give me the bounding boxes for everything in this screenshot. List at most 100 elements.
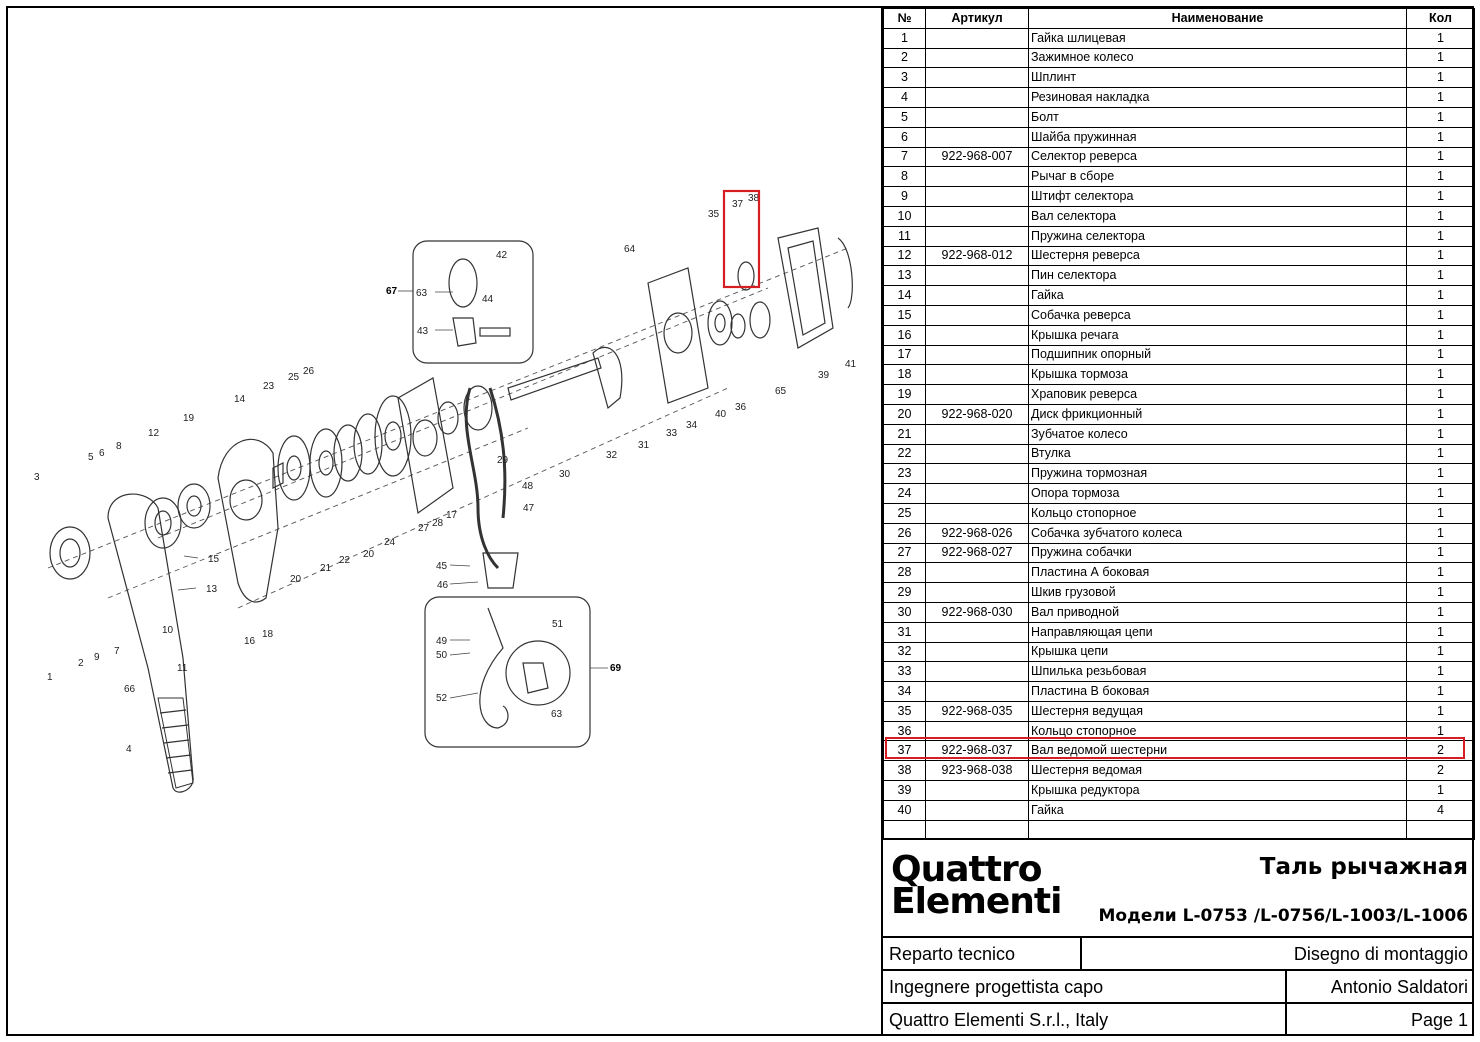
cell-no: 35 [883, 700, 926, 722]
cell-name: Штифт селектора [1028, 186, 1407, 207]
part-16-lever-cover [217, 438, 279, 603]
cell-qty [1406, 819, 1475, 841]
cell-no: 31 [883, 621, 926, 643]
cell-article [925, 819, 1029, 841]
cell-qty: 1 [1406, 562, 1475, 584]
callout-69: 69 [610, 663, 622, 674]
part-35-driving-gear [707, 300, 733, 346]
cell-qty: 1 [1406, 126, 1475, 148]
divider [1080, 938, 1082, 969]
cell-qty: 1 [1406, 502, 1475, 524]
cell-article [925, 304, 1029, 326]
cell-qty: 1 [1406, 67, 1475, 89]
cell-no: 4 [883, 87, 926, 108]
assembly-axis-lines [47, 247, 849, 609]
cell-article [925, 364, 1029, 386]
cell-name: Зажимное колесо [1028, 47, 1407, 69]
cell-name: Вал приводной [1028, 601, 1407, 623]
cell-qty: 1 [1406, 423, 1475, 445]
table-row [883, 819, 1475, 841]
department-label: Reparto tecnico [889, 944, 1016, 964]
cell-qty: 1 [1406, 304, 1475, 326]
company-logo: Quattro Elementi [891, 849, 1062, 920]
part-34-side-plate-b [647, 267, 709, 404]
cell-no: 17 [883, 344, 926, 366]
callout-67: 67 [386, 286, 398, 297]
engineer-name: Antonio Saldatori [1330, 977, 1468, 997]
title-row-engineer: Ingegnere progettista capo Antonio Salda… [883, 969, 1474, 1002]
cell-name: Крышка тормоза [1028, 364, 1407, 386]
callout-43: 43 [417, 326, 429, 337]
callout-46: 46 [437, 580, 449, 591]
callout-4: 4 [126, 744, 132, 755]
logo-line-1: Quattro [891, 849, 1042, 890]
callout-1: 1 [47, 672, 53, 683]
callout-15: 15 [208, 554, 220, 565]
engineer-label: Ingegnere progettista capo [889, 977, 1104, 997]
callout-23: 23 [263, 381, 275, 392]
cell-name: Собачка зубчатого колеса [1028, 522, 1407, 544]
callout-21: 21 [320, 563, 332, 574]
cell-no: 14 [883, 285, 926, 306]
top-hook [448, 258, 511, 347]
callout-28: 28 [432, 518, 444, 529]
callout-48: 48 [522, 481, 534, 492]
lever-handle [107, 493, 194, 793]
cell-article: 922-968-020 [925, 403, 1029, 425]
cell-qty: 1 [1406, 245, 1475, 267]
callout-13: 13 [206, 584, 218, 595]
cell-article [925, 27, 1029, 49]
cell-name: Подшипник опорный [1028, 344, 1407, 366]
cell-article [925, 423, 1029, 445]
callout-7: 7 [114, 646, 120, 657]
title-block: Quattro Elementi Таль рычажная Модели L-… [883, 838, 1474, 1035]
cell-qty: 1 [1406, 621, 1475, 643]
cell-article [925, 285, 1029, 306]
cell-qty: 1 [1406, 522, 1475, 544]
cell-article: 922-968-037 [925, 740, 1029, 762]
cell-article [925, 661, 1029, 683]
cell-qty: 1 [1406, 661, 1475, 683]
cell-article: 922-968-027 [925, 542, 1029, 564]
part-17-bearing [437, 401, 459, 435]
callout-10: 10 [162, 625, 174, 636]
cell-qty: 1 [1406, 483, 1475, 504]
cell-no: 1 [883, 27, 926, 49]
cell-qty: 1 [1406, 582, 1475, 603]
callout-50: 50 [436, 650, 448, 661]
callout-34: 34 [686, 420, 698, 431]
highlight-parts-37-38 [722, 189, 761, 289]
cell-qty: 1 [1406, 265, 1475, 287]
cell-no: 12 [883, 245, 926, 267]
part-41-gasket [837, 237, 853, 309]
cell-article [925, 186, 1029, 207]
cell-qty: 1 [1406, 364, 1475, 386]
callout-20b: 20 [363, 549, 375, 560]
cell-article: 922-968-007 [925, 146, 1029, 168]
brake-parts [272, 395, 412, 501]
cell-no: 16 [883, 324, 926, 346]
callout-3: 3 [34, 472, 40, 483]
cell-name: Пружина тормозная [1028, 463, 1407, 485]
cell-qty: 1 [1406, 225, 1475, 247]
cell-article: 922-968-012 [925, 245, 1029, 267]
cell-no: 19 [883, 384, 926, 405]
